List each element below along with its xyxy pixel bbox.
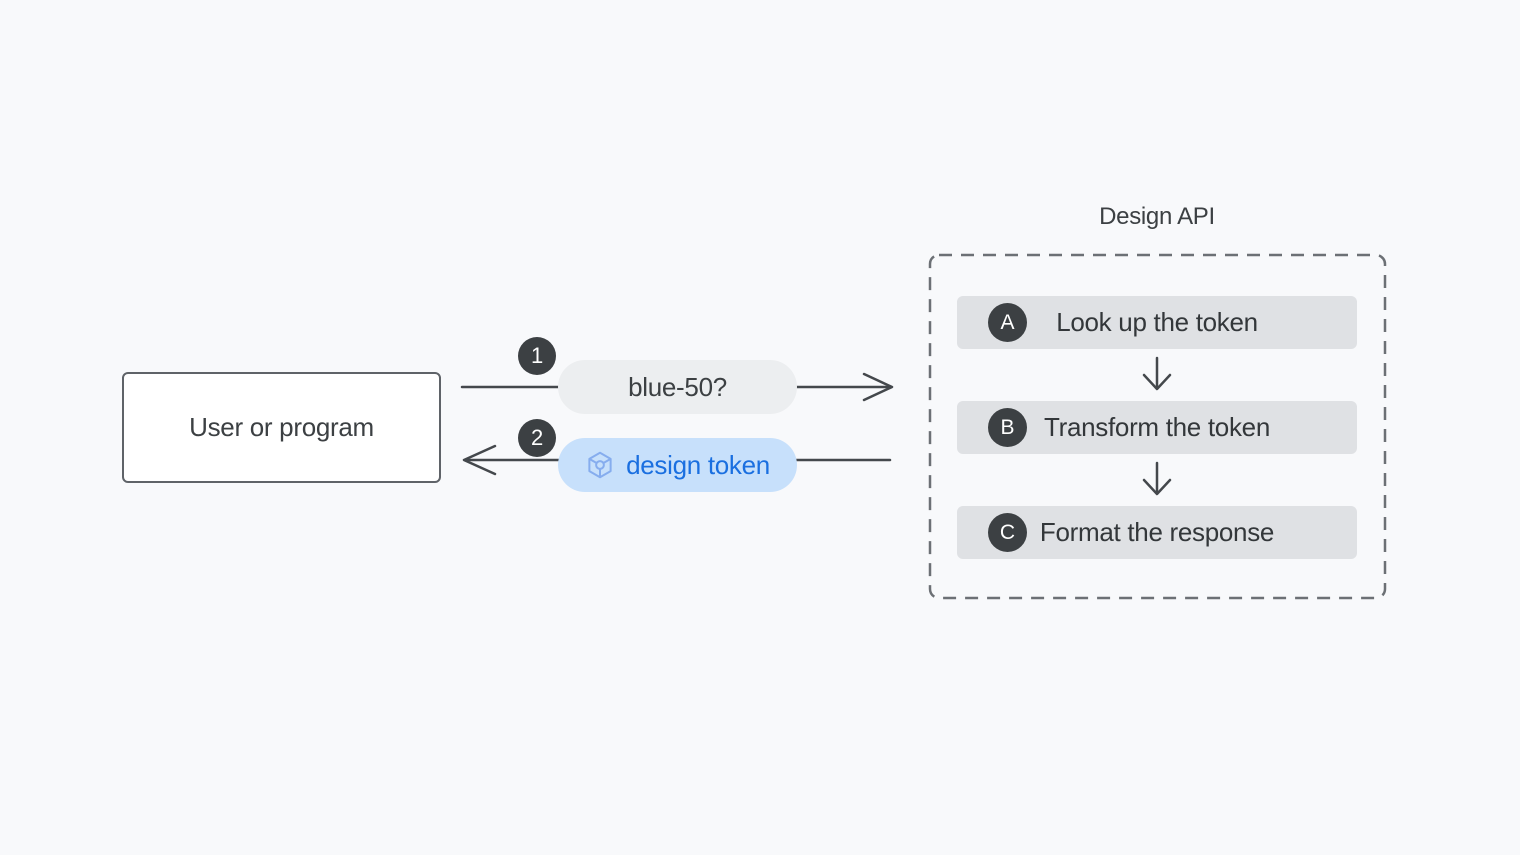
token-cube-icon — [588, 451, 612, 479]
step-1-badge: 1 — [518, 337, 556, 375]
api-step-transform: B Transform the token — [957, 401, 1357, 454]
request-arrowhead-icon — [862, 372, 894, 402]
step-a-badge: A — [988, 303, 1027, 342]
user-or-program-label: User or program — [189, 412, 374, 442]
step-2-badge: 2 — [518, 419, 556, 457]
response-arrowhead-icon — [462, 444, 497, 476]
response-pill: design token — [558, 438, 797, 492]
request-pill-label: blue-50? — [628, 371, 727, 402]
api-step-format: C Format the response — [957, 506, 1357, 559]
user-or-program-box: User or program — [122, 372, 441, 483]
design-api-title: Design API — [1099, 203, 1215, 230]
step-a-label: Look up the token — [1056, 307, 1258, 337]
step-c-badge: C — [988, 513, 1027, 552]
api-step-lookup: A Look up the token — [957, 296, 1357, 349]
step-c-label: Format the response — [1039, 517, 1275, 547]
request-pill: blue-50? — [558, 360, 797, 414]
response-pill-label: design token — [626, 449, 770, 480]
step-b-badge: B — [988, 408, 1027, 447]
down-arrow-icon — [1142, 461, 1172, 496]
step-b-label: Transform the token — [1044, 412, 1270, 442]
down-arrow-icon — [1142, 356, 1172, 391]
